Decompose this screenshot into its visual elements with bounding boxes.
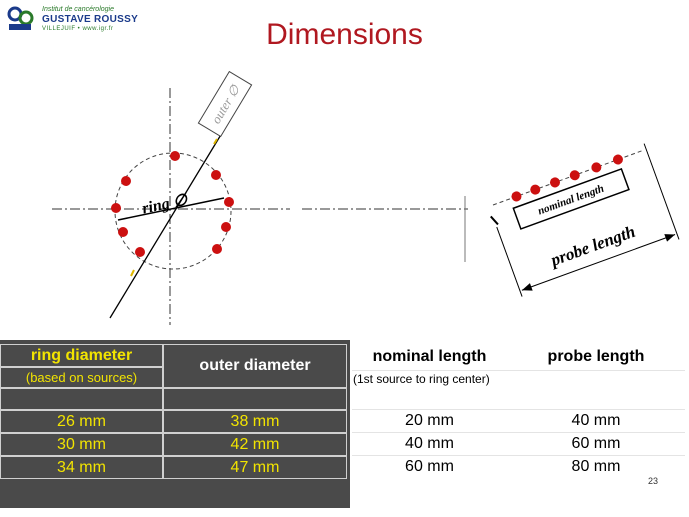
outer-tick-top — [213, 138, 218, 145]
ring-diameter-cell: 34 mm — [0, 456, 163, 479]
empty-cell — [163, 388, 347, 410]
source-dot — [212, 244, 222, 254]
probe-axis-line — [109, 127, 226, 319]
arrow-head-right — [664, 234, 676, 242]
probe-source-dot — [591, 162, 602, 173]
ring-diameter-subheader: (based on sources) — [0, 367, 163, 388]
ring-diameter-line — [117, 197, 225, 221]
ring-diameter-label: ring ∅ — [141, 191, 191, 218]
ring-diameter-header: ring diameter — [0, 344, 163, 367]
probe-source-dot — [612, 154, 623, 165]
source-dot — [135, 247, 145, 257]
empty-cell — [0, 388, 163, 410]
source-dot — [118, 227, 128, 237]
probe-source-dot — [530, 184, 541, 195]
ring-diameter-cell: 30 mm — [0, 433, 163, 456]
ring-diameter-table: ring diameter outer diameter (based on s… — [0, 340, 350, 508]
page-number: 23 — [648, 476, 659, 486]
probe-length-ext-right — [643, 143, 680, 240]
outer-diameter-cell: 47 mm — [163, 456, 347, 479]
ring-sources — [111, 151, 234, 257]
nominal-length-header: nominal length — [372, 348, 487, 365]
probe-cap — [490, 215, 499, 226]
probe-length-cell: 80 mm — [571, 458, 621, 475]
source-dot — [211, 170, 221, 180]
row-divider — [352, 432, 685, 433]
source-dot — [111, 203, 121, 213]
probe-length-header: probe length — [547, 348, 645, 365]
nominal-length-subheader: (1st source to ring center) — [353, 372, 490, 386]
probe-length-cell: 60 mm — [571, 435, 621, 452]
probe-source-dot — [550, 177, 561, 188]
row-divider — [352, 409, 685, 410]
outer-diameter-label-box: outer ∅ — [197, 70, 253, 138]
probe-length-label: probe length — [546, 222, 637, 271]
nominal-length-cell: 60 mm — [405, 458, 454, 475]
probe-length-cell: 40 mm — [571, 412, 621, 429]
logo-mark-icon — [7, 6, 34, 30]
probe-source-dot — [569, 170, 580, 181]
institute-logo: Institut de cancérologie GUSTAVE ROUSSY … — [6, 4, 166, 36]
source-dot — [121, 176, 131, 186]
row-divider — [352, 370, 685, 371]
source-dot — [221, 222, 231, 232]
probe-length-ext-left — [496, 226, 523, 297]
logo-text-line2: GUSTAVE ROUSSY — [42, 14, 139, 25]
ring-diameter-cell: 26 mm — [0, 410, 163, 433]
probe-length-arrow — [521, 234, 676, 291]
outer-diameter-cell: 38 mm — [163, 410, 347, 433]
logo-text-line1: Institut de cancérologie — [42, 6, 114, 13]
arrow-head-left — [521, 283, 533, 291]
probe-drawing: nominal length probe length — [490, 143, 680, 297]
source-dot — [224, 197, 234, 207]
outer-tick-bottom — [130, 269, 135, 277]
source-dot — [170, 151, 180, 161]
row-divider — [352, 455, 685, 456]
ring-circle — [114, 152, 232, 270]
outer-diameter-header: outer diameter — [163, 344, 347, 388]
outer-diameter-cell: 42 mm — [163, 433, 347, 456]
logo-text-line3: VILLEJUIF • www.igr.fr — [42, 26, 114, 32]
slide-title: Dimensions — [266, 18, 423, 51]
probe-source-dot — [511, 191, 522, 202]
nominal-length-cell: 20 mm — [405, 412, 454, 429]
nominal-length-cell: 40 mm — [405, 435, 454, 452]
nominal-length-box — [512, 167, 630, 230]
